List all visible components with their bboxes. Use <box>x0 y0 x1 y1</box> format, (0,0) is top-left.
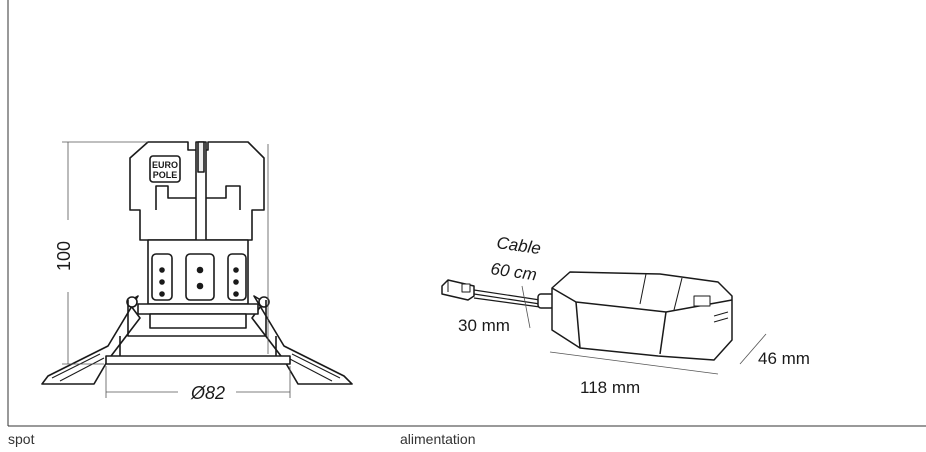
spot-driver-housing <box>129 141 265 247</box>
length-dimension-label: 118 mm <box>580 378 640 397</box>
alimentation-caption: alimentation <box>400 431 476 447</box>
alimentation-dimension-lines <box>521 285 767 375</box>
right-spring-clip <box>251 295 353 385</box>
cable-length-label: 60 cm <box>489 259 537 284</box>
spot-heatsink <box>147 239 249 305</box>
alimentation-drawing <box>441 271 733 361</box>
cable-wires <box>473 289 541 308</box>
brand-logo-line1: EURO <box>152 160 178 170</box>
stub-length-label: 30 mm <box>458 316 510 335</box>
spot-caption: spot <box>8 431 35 447</box>
power-supply-box <box>551 271 733 361</box>
left-spring-clip <box>41 295 141 385</box>
spot-drawing <box>41 141 353 385</box>
brand-logo-line2: POLE <box>153 170 178 180</box>
frame <box>7 0 926 427</box>
width-dimension-label: 46 mm <box>758 349 810 368</box>
cable-connector <box>441 279 475 301</box>
spot-diameter-label: Ø82 <box>190 383 225 403</box>
spot-dimension-lines <box>62 141 291 398</box>
cable-label: Cable <box>495 233 542 258</box>
spot-height-label: 100 <box>54 241 74 271</box>
spot-lower-body <box>105 300 291 365</box>
